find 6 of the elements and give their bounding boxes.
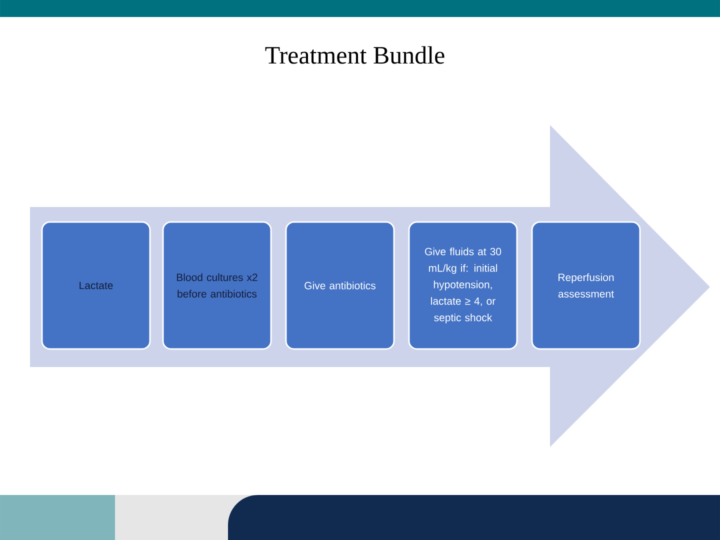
step-box: Blood cultures x2 before antibiotics <box>162 221 272 350</box>
step-box: Give antibiotics <box>285 221 395 350</box>
title: Treatment Bundle <box>265 46 444 64</box>
step-box: Give fluids at 30 mL/kg if: initial hypotension, lactate ≥ 4, or septic shock <box>408 221 518 350</box>
step-box: Lactate <box>41 221 151 350</box>
step-box: Reperfusion assessment <box>531 221 641 350</box>
